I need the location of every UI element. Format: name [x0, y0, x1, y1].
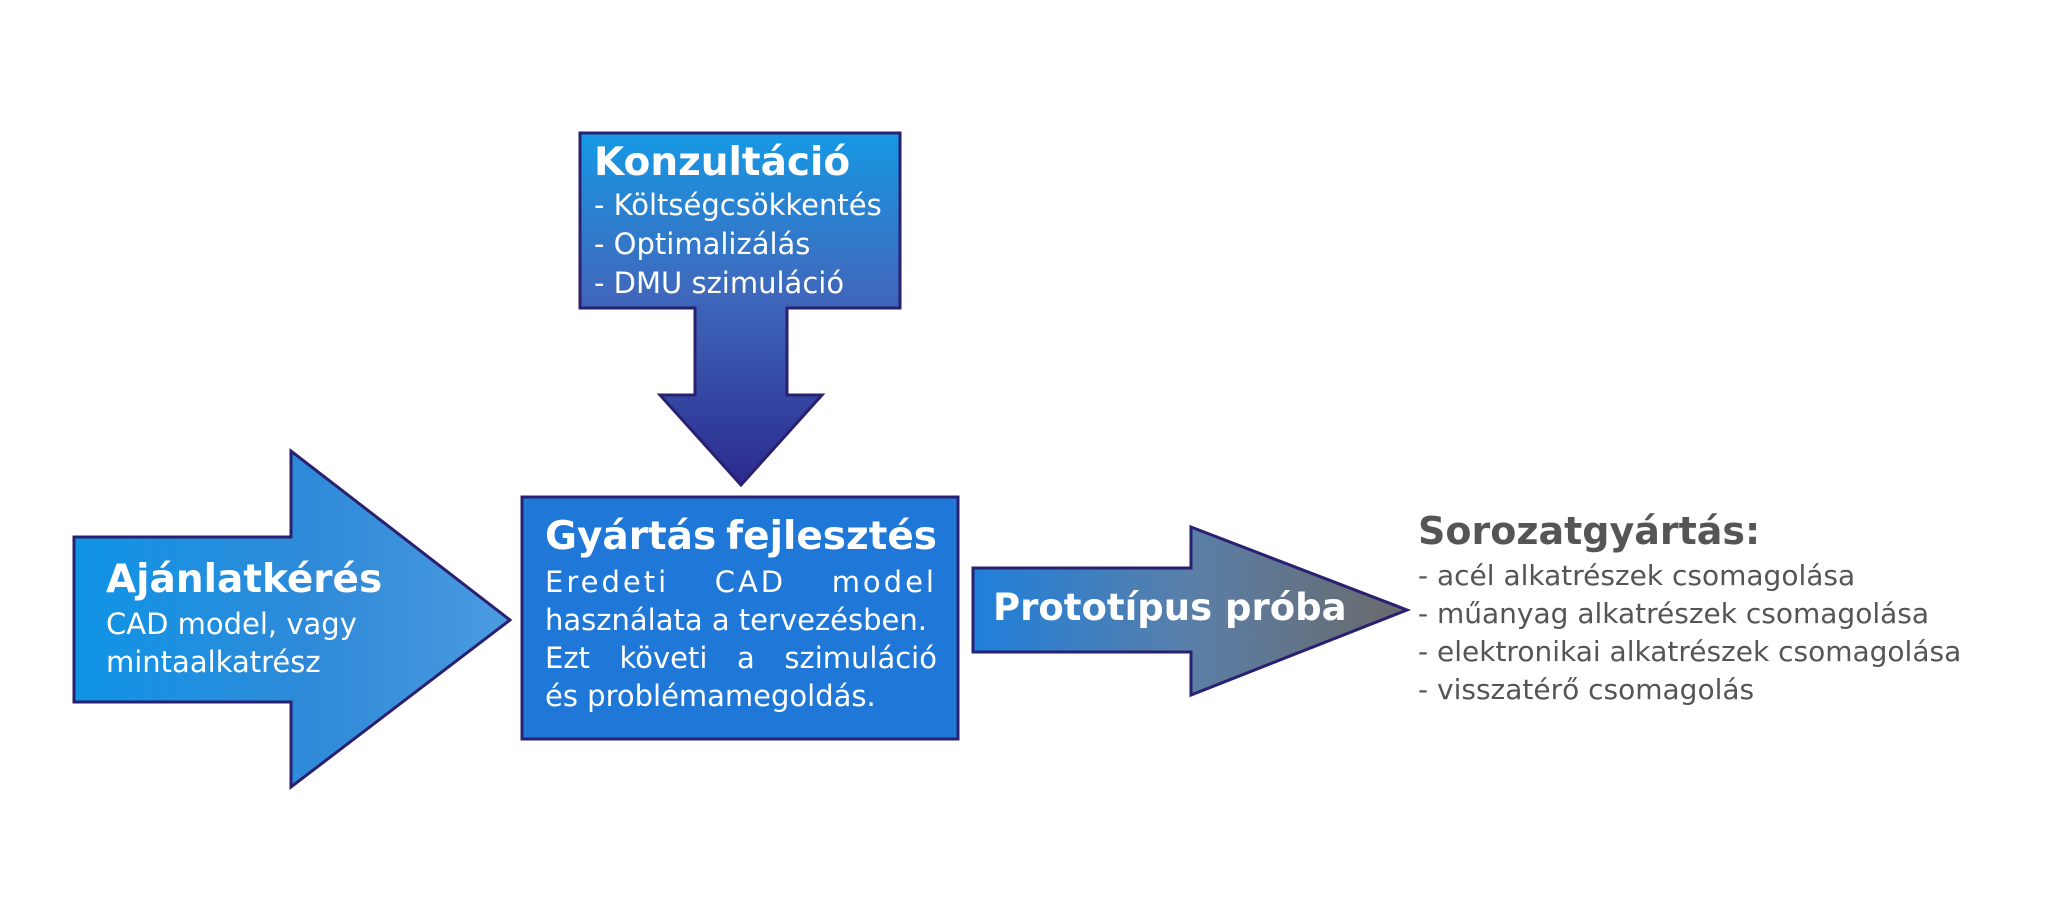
prototype-title: Prototípus próba	[993, 586, 1347, 629]
development-line-2: használata a tervezésben.	[545, 603, 927, 637]
request-line-2: mintaalkatrész	[106, 645, 321, 679]
development-title: Gyártás fejlesztés	[545, 514, 937, 560]
development-line-1-word-1: Eredeti	[545, 565, 670, 599]
development-box	[520, 495, 960, 741]
consultation-item-2: - Optimalizálás	[594, 227, 811, 261]
development-line-3-word-4: szimuláció	[784, 641, 937, 675]
series-production-item-1: - acél alkatrészek csomagolása	[1418, 559, 1856, 592]
development-title-word-1: Gyártás	[545, 514, 717, 559]
development-line-3-word-3: a	[737, 641, 755, 675]
request-title: Ajánlatkérés	[106, 557, 383, 602]
development-line-4: és problémamegoldás.	[545, 679, 876, 713]
series-production-item-4: - visszatérő csomagolás	[1418, 673, 1755, 706]
development-line-3-word-1: Ezt	[545, 641, 590, 675]
consultation-title: Konzultáció	[594, 140, 851, 185]
request-arrow	[72, 447, 513, 791]
request-line-1: CAD model, vagy	[106, 607, 357, 641]
development-line-3: Ezt követi a szimuláció	[545, 639, 937, 678]
series-production-item-3: - elektronikai alkatrészek csomagolása	[1418, 635, 1962, 668]
development-line-1: Eredeti CAD model	[545, 563, 937, 602]
prototype-arrow	[971, 524, 1412, 698]
development-title-word-2: fejlesztés	[726, 514, 937, 559]
development-line-1-word-2: CAD	[714, 565, 787, 599]
consultation-item-3: - DMU szimuláció	[594, 266, 845, 300]
development-line-3-word-2: követi	[619, 641, 708, 675]
consultation-item-1: - Költségcsökkentés	[594, 188, 882, 222]
series-production-item-2: - műanyag alkatrészek csomagolása	[1418, 597, 1930, 630]
series-production-title: Sorozatgyártás:	[1418, 509, 1761, 553]
development-line-1-word-3: model	[831, 565, 937, 599]
consultation-arrow	[578, 131, 902, 488]
